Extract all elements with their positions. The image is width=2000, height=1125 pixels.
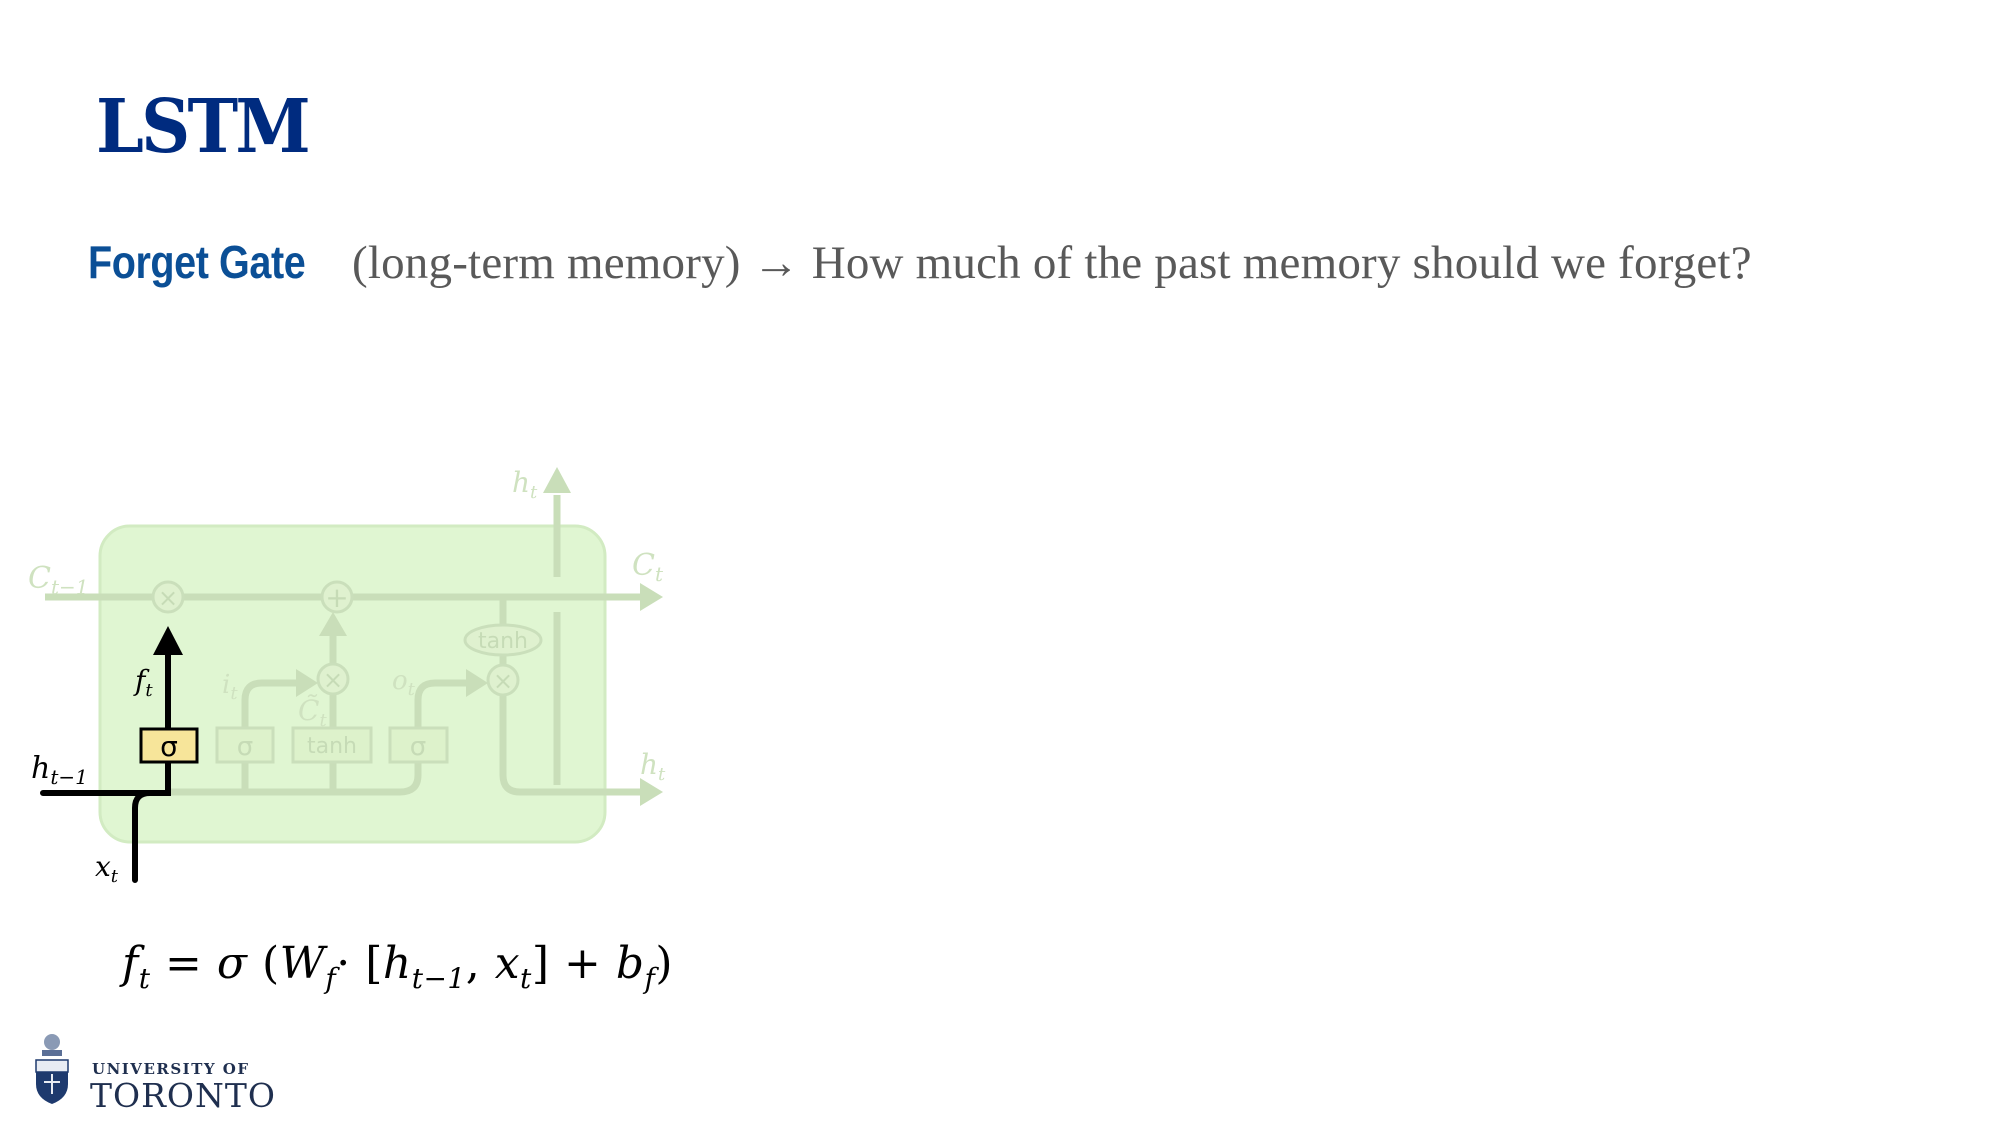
faded-gate-boxes [215, 726, 449, 764]
faded-structure [45, 495, 640, 796]
gate-heading: Forget Gate (long-term memory) → How much… [88, 232, 1752, 303]
logo-line-1: UNIVERSITY OF [92, 1060, 250, 1078]
input-multiply-op [316, 662, 350, 696]
forget-sigma-label: σ [160, 730, 178, 763]
crest-icon [35, 1034, 69, 1104]
multiply-symbol: × [493, 667, 513, 695]
candidate-tanh-label: tanh [307, 734, 357, 759]
faded-arrowheads [296, 467, 663, 806]
forget-multiply-op [151, 580, 185, 614]
x-in-label: xt [95, 850, 119, 887]
c-tilde-label: C̃t [298, 694, 327, 731]
input-sigma-label: σ [237, 732, 253, 762]
gate-name: Forget Gate [88, 236, 306, 288]
output-multiply-op [486, 663, 520, 697]
h-right-label: ht [640, 748, 666, 785]
o-gate-label: ot [392, 666, 416, 700]
h-top-label: ht [512, 466, 538, 503]
active-forget-path [40, 647, 171, 883]
multiply-symbol: × [158, 584, 178, 612]
slide-title: LSTM [96, 84, 311, 170]
cell-tanh-op [463, 623, 543, 657]
h-prev-label: ht−1 [31, 751, 88, 789]
output-sigma-label: σ [410, 732, 426, 762]
candidate-tanh-box [291, 726, 373, 764]
gate-description: (long-term memory) → How much of the pas… [352, 237, 1752, 289]
add-op [320, 580, 354, 614]
input-sigma-box [215, 726, 275, 764]
forget-gate-equation: ft = σ (Wf· [ht−1, xt] + bf) [122, 938, 674, 995]
lstm-forget-gate-diagram: × + × × tanh σ tanh σ Ct−1 Ct ht ht it o… [28, 466, 666, 887]
forget-sigma-box [139, 727, 199, 764]
faded-ops [151, 580, 543, 697]
c-next-label: Ct [632, 548, 664, 586]
forget-output-arrowhead [153, 626, 183, 655]
logo-line-2: TORONTO [90, 1076, 276, 1115]
university-logo: UNIVERSITY OF TORONTO [30, 1032, 275, 1115]
multiply-symbol: × [323, 666, 343, 694]
i-gate-label: it [222, 670, 238, 704]
output-sigma-box [388, 726, 449, 764]
cell-tanh-label: tanh [478, 629, 528, 654]
c-prev-label: Ct−1 [28, 561, 89, 599]
add-symbol: + [325, 581, 348, 614]
